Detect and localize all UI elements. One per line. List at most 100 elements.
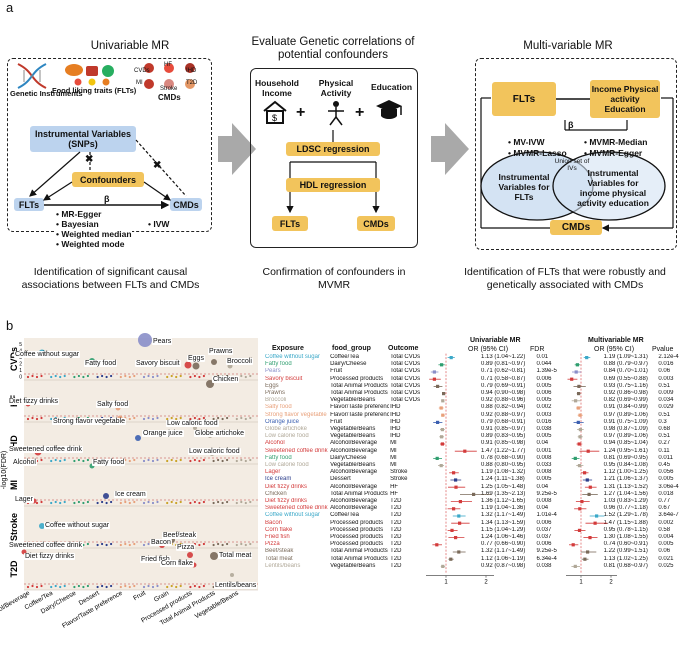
exposure-cell: Low calorie food — [265, 433, 309, 440]
fdr-cell: 1.39e-5 — [536, 368, 557, 375]
food-liking-label: Food liking traits (FLTs) — [52, 86, 137, 95]
cmd-icon-t2d: T2D — [186, 80, 198, 86]
background-point — [86, 500, 89, 504]
background-point — [63, 584, 66, 588]
uni-or-cell: 0.71 (0.58~0.87) — [481, 375, 526, 382]
pvalue-cell: 0.51 — [658, 382, 671, 389]
uni-or-cell: 0.92 (0.88~0.97) — [481, 411, 526, 418]
background-point — [50, 459, 53, 463]
background-point — [26, 375, 30, 379]
background-point — [128, 417, 131, 421]
multivariable-forest-axis-label: 1 — [579, 580, 583, 586]
background-point — [142, 459, 146, 463]
point-label: Beef/steak — [162, 532, 198, 539]
plus-icon-2: + — [355, 104, 365, 121]
background-point — [240, 416, 243, 420]
outcome-cell: HF — [390, 490, 399, 497]
background-point — [26, 417, 30, 421]
point-label: Lager — [14, 496, 34, 503]
point-label: Coffee without sugar — [14, 351, 81, 358]
background-point — [82, 501, 85, 505]
outcome-cell: Stroke — [390, 476, 408, 483]
multi-or-cell: 0.97 (0.89~1.06) — [603, 433, 648, 440]
background-point — [189, 585, 192, 589]
exposure-cell: Sweetened coffee drink — [265, 505, 328, 512]
food-group-cell: Vegetable/Beans — [330, 462, 376, 469]
background-point — [217, 416, 220, 420]
y-tick: 5 — [19, 342, 22, 348]
pvalue-cell: 0.67 — [658, 505, 671, 512]
uni-or-cell: 1.15 (1.04~1.29) — [481, 526, 526, 533]
multivariable-forest-point — [580, 500, 584, 504]
univariable-forest-point — [458, 500, 462, 504]
background-point — [244, 459, 247, 463]
background-point — [166, 585, 169, 589]
header-food-group: food_group — [332, 345, 371, 352]
food-group-cell: Total Animal Products — [330, 555, 388, 562]
background-point — [35, 585, 39, 589]
background-point — [226, 458, 229, 462]
background-point — [142, 375, 146, 379]
exposure-cell: Fatty food — [265, 361, 292, 368]
background-point — [101, 584, 104, 588]
background-point — [198, 585, 201, 589]
fdr-cell: 0.008 — [536, 498, 552, 505]
header-exposure: Exposure — [272, 345, 304, 352]
background-point — [170, 416, 173, 420]
house-money-icon: $ — [263, 100, 287, 124]
background-point — [96, 543, 99, 547]
univariable-forest-point — [472, 492, 476, 496]
univariable-forest-point — [449, 356, 453, 360]
background-point — [193, 458, 196, 462]
background-point — [202, 584, 205, 588]
multi-or-cell: 0.81 (0.69~0.95) — [603, 454, 648, 461]
multivariable-forest-point — [574, 370, 578, 374]
cmd-icon-hf: HF — [164, 62, 172, 68]
background-point — [128, 543, 131, 547]
background-point — [179, 500, 182, 504]
uni-or-cell: 0.79 (0.69~0.91) — [481, 382, 526, 389]
multivariable-forest-point — [583, 557, 587, 561]
point-label: Coffee without sugar — [44, 522, 111, 529]
background-point — [179, 584, 182, 588]
exposure-cell: Orange juice — [265, 418, 300, 425]
food-group-cell: Total Animal Products — [330, 548, 388, 555]
exposure-cell: Fried fish — [265, 534, 290, 541]
pvalue-cell: 0.009 — [658, 390, 674, 397]
fdr-cell: 0.044 — [536, 361, 552, 368]
multi-or-cell: 1.27 (1.04~1.56) — [603, 490, 648, 497]
food-group-cell: Fruit — [330, 418, 343, 425]
multi-or-cell: 0.84 (0.70~1.01) — [603, 368, 648, 375]
pvalue-cell: 0.025 — [658, 562, 674, 569]
uni-or-cell: 1.19 (1.08~1.32) — [481, 469, 526, 476]
header-outcome: Outcome — [388, 345, 419, 352]
background-point — [156, 416, 159, 420]
exposure-cell: Diet fizzy drinks — [265, 498, 308, 505]
exposure-cell: Pizza — [265, 541, 280, 548]
pvalue-cell: 0.004 — [658, 534, 674, 541]
fdr-cell: 0.003 — [536, 411, 552, 418]
background-point — [170, 374, 173, 378]
univariable-forest-point — [452, 507, 456, 511]
exposure-cell: Prawns — [265, 390, 286, 397]
pvalue-cell: 0.021 — [658, 555, 674, 562]
outcome-cell: MI — [390, 454, 397, 461]
cross-mark-2: ✖ — [153, 160, 162, 171]
background-point — [193, 500, 196, 504]
exposure-cell: Broccoli — [265, 397, 287, 404]
background-point — [226, 416, 229, 420]
exposure-cell: Salty food — [265, 404, 292, 411]
food-group-cell: Fruit — [330, 368, 343, 375]
food-group-cell: Processed products — [330, 534, 384, 541]
background-point — [147, 584, 150, 588]
multi-or-cell: 0.69 (0.55~0.88) — [603, 375, 648, 382]
exercise-icon — [328, 101, 344, 126]
background-point — [86, 458, 89, 462]
panel-a-letter: a — [6, 0, 14, 15]
multi-or-cell: 1.52 (1.29~1.78) — [603, 512, 648, 519]
